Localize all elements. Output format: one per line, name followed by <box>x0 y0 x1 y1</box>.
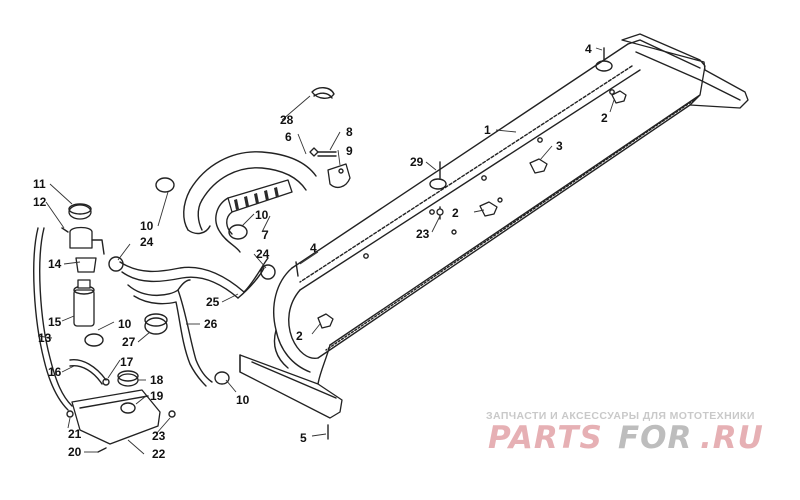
callout-23: 23 <box>152 429 166 443</box>
callout-9: 9 <box>346 144 353 158</box>
rail-clip <box>479 201 498 217</box>
callout-2: 2 <box>296 329 303 343</box>
overflow-hose-13 <box>33 227 73 411</box>
callout-3: 3 <box>556 139 563 153</box>
rail-clip <box>529 158 548 174</box>
radiator-cap <box>68 204 92 220</box>
callout-21: 21 <box>68 427 82 441</box>
callout-5: 5 <box>300 431 307 445</box>
callout-6: 6 <box>285 130 292 144</box>
callout-10: 10 <box>255 208 269 222</box>
callout-11: 11 <box>33 177 46 191</box>
filler-neck <box>69 226 93 249</box>
fasteners <box>295 47 613 440</box>
rail-clip <box>611 90 627 104</box>
callout-19: 19 <box>150 389 164 403</box>
callout-12: 12 <box>33 195 47 209</box>
filler-assembly <box>61 203 105 327</box>
callout-24: 24 <box>140 235 154 249</box>
tank-group <box>66 359 176 453</box>
callout-29: 29 <box>410 155 424 169</box>
clamp-28 <box>311 87 335 99</box>
leader-lines <box>37 47 615 455</box>
callout-10: 10 <box>140 219 154 233</box>
callout-4: 4 <box>585 42 592 56</box>
hose-7 <box>215 179 293 253</box>
hose-15 <box>73 289 95 327</box>
callout-14: 14 <box>48 257 62 271</box>
callout-18: 18 <box>150 373 164 387</box>
rail-clip-group <box>317 90 627 329</box>
callout-13: 13 <box>38 331 52 345</box>
hose-clamp <box>228 224 248 240</box>
hose-26 <box>127 279 213 387</box>
washer <box>429 178 447 190</box>
hose-clamp <box>155 177 175 193</box>
callout-8: 8 <box>346 125 353 139</box>
callout-22: 22 <box>152 447 166 461</box>
clamp-27 <box>144 317 168 335</box>
hose-25 <box>119 257 269 299</box>
watermark-logo-ru: .RU <box>700 420 764 456</box>
bolt-8 <box>309 147 337 157</box>
callout-7: 7 <box>262 228 269 242</box>
watermark-logo-for: FOR <box>618 420 692 456</box>
callout-20: 20 <box>68 445 82 459</box>
callout-10: 10 <box>236 393 250 407</box>
watermark-logo-parts: PARTS <box>488 420 603 456</box>
callout-2: 2 <box>601 111 608 125</box>
heat-exchanger-rail <box>239 33 749 419</box>
hose-clamp <box>214 371 230 385</box>
coolant-tank <box>71 389 161 445</box>
washer <box>595 60 613 72</box>
callout-25: 25 <box>206 295 220 309</box>
callout-23: 23 <box>416 227 430 241</box>
screw <box>295 261 299 277</box>
rail-clip <box>317 313 334 329</box>
callout-2: 2 <box>452 206 459 220</box>
hose-16 <box>69 359 107 381</box>
clamps <box>84 87 335 385</box>
callout-16: 16 <box>48 365 62 379</box>
callout-26: 26 <box>204 317 218 331</box>
callout-10: 10 <box>118 317 132 331</box>
hose-6 <box>183 151 317 235</box>
callout-24: 24 <box>256 247 270 261</box>
callout-28: 28 <box>280 113 294 127</box>
callout-17: 17 <box>120 355 134 369</box>
callout-4: 4 <box>310 241 317 255</box>
bracket-9 <box>327 163 351 189</box>
hose-clamp <box>260 264 276 280</box>
callout-labels: 1 2 2 2 3 4 4 5 6 7 8 9 10 10 10 10 11 1… <box>33 42 608 461</box>
callout-1: 1 <box>484 123 491 137</box>
watermark-subtitle: ЗАПЧАСТИ И АКСЕССУАРЫ ДЛЯ МОТОТЕХНИКИ <box>486 410 755 422</box>
callout-15: 15 <box>48 315 62 329</box>
watermark: ЗАПЧАСТИ И АКСЕССУАРЫ ДЛЯ МОТОТЕХНИКИ PA… <box>486 410 764 456</box>
hose-clamp <box>84 333 104 347</box>
callout-27: 27 <box>122 335 136 349</box>
hose-clamp <box>108 256 124 272</box>
